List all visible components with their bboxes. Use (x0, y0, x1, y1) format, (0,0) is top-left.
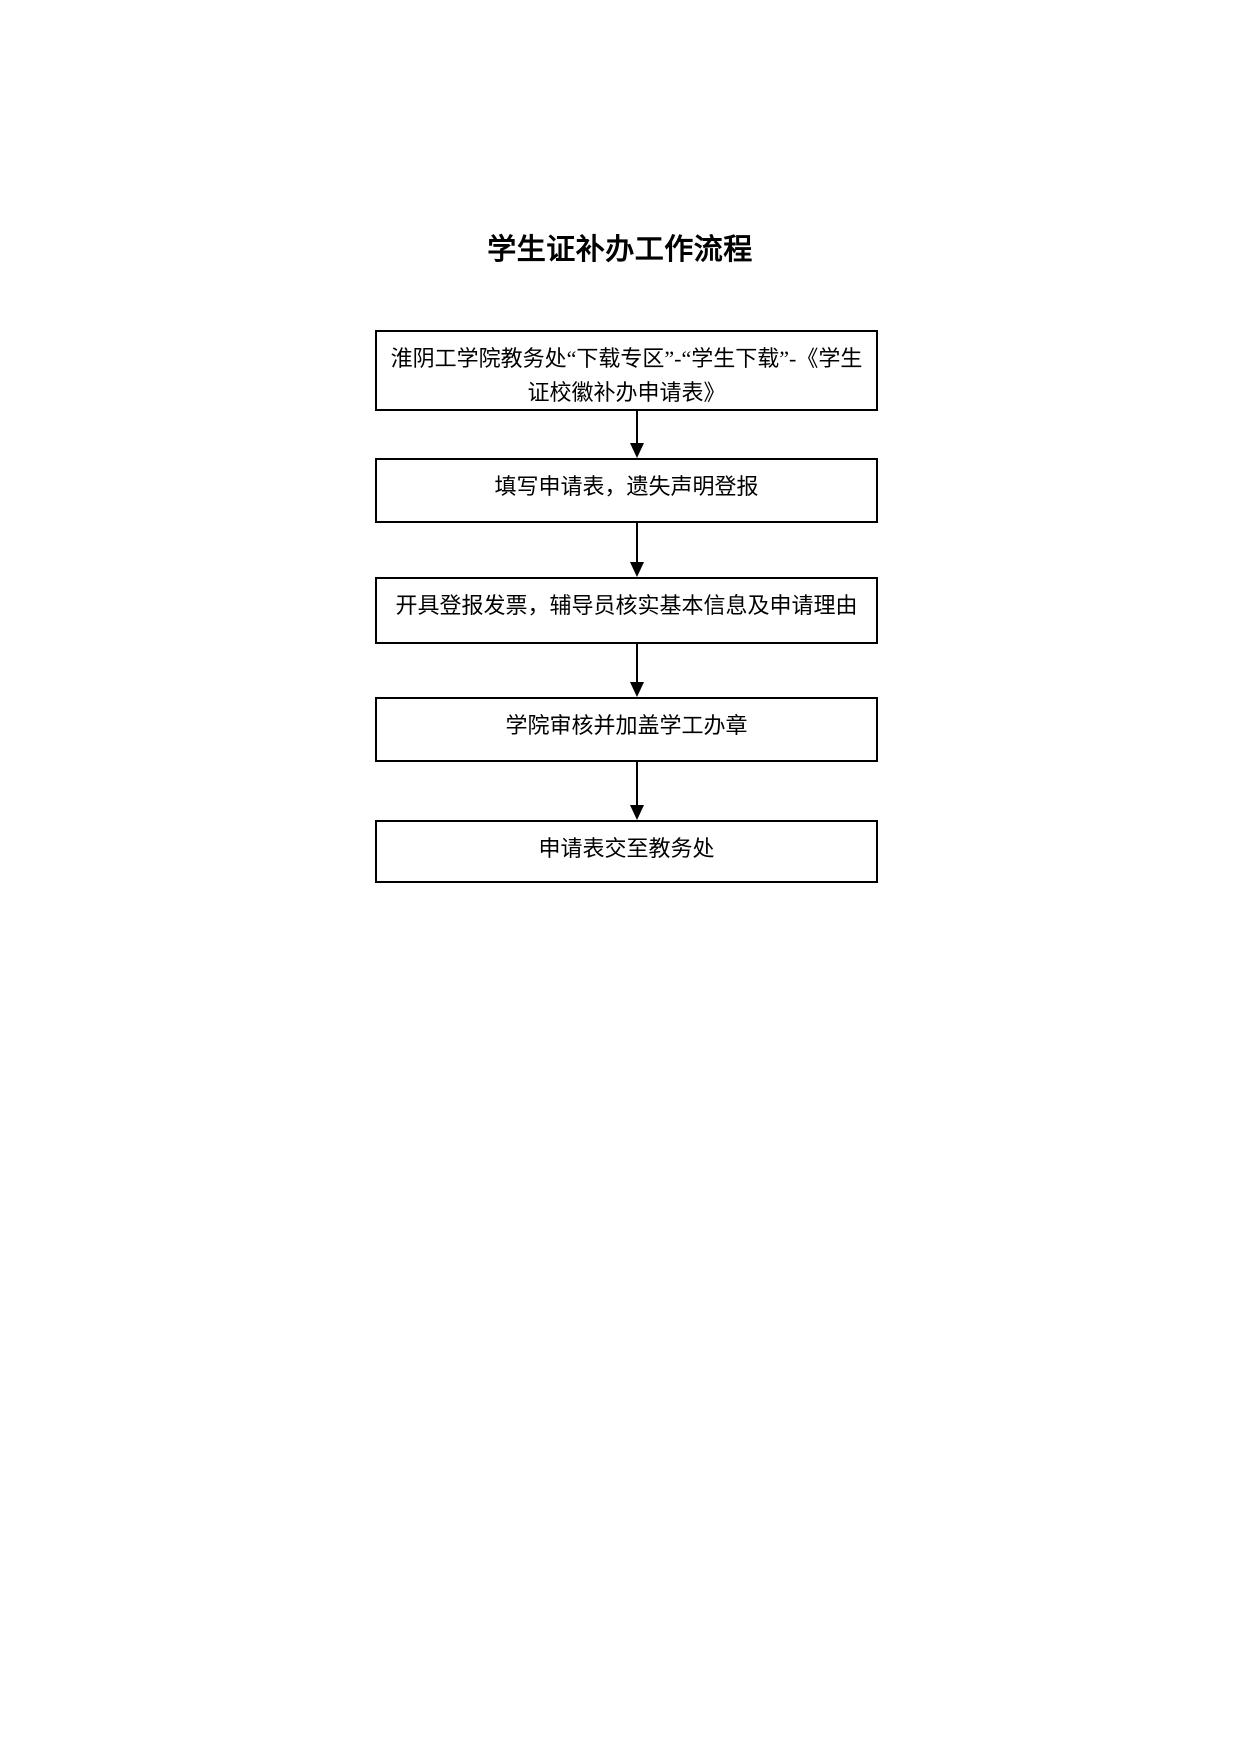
page-title: 学生证补办工作流程 (487, 234, 753, 266)
flow-step-submit-form: 申请表交至教务处 (375, 820, 878, 883)
flow-step-label: 学院审核并加盖学工办章 (505, 713, 748, 738)
arrow-stem (636, 762, 638, 805)
flow-step-label: 淮阴工学院教务处“下载专区”-“学生下载”-《学生证校徽补办申请表》 (390, 346, 863, 405)
arrow-down-icon (630, 644, 644, 697)
flow-step-label: 开具登报发票，辅导员核实基本信息及申请理由 (395, 593, 858, 618)
flow-step-label: 填写申请表，遗失声明登报 (494, 474, 759, 499)
arrow-stem (636, 523, 638, 562)
arrow-stem (636, 644, 638, 682)
arrow-down-icon (630, 411, 644, 458)
arrow-down-icon (630, 523, 644, 577)
flow-step-download-form: 淮阴工学院教务处“下载专区”-“学生下载”-《学生证校徽补办申请表》 (375, 330, 878, 411)
arrow-head (630, 443, 644, 458)
flow-step-fill-form: 填写申请表，遗失声明登报 (375, 458, 878, 523)
flow-step-label: 申请表交至教务处 (538, 836, 715, 861)
flow-step-college-review: 学院审核并加盖学工办章 (375, 697, 878, 762)
flow-step-invoice-verify: 开具登报发票，辅导员核实基本信息及申请理由 (375, 577, 878, 644)
arrow-down-icon (630, 762, 644, 820)
arrow-head (630, 682, 644, 697)
arrow-head (630, 562, 644, 577)
arrow-head (630, 805, 644, 820)
arrow-stem (636, 411, 638, 443)
